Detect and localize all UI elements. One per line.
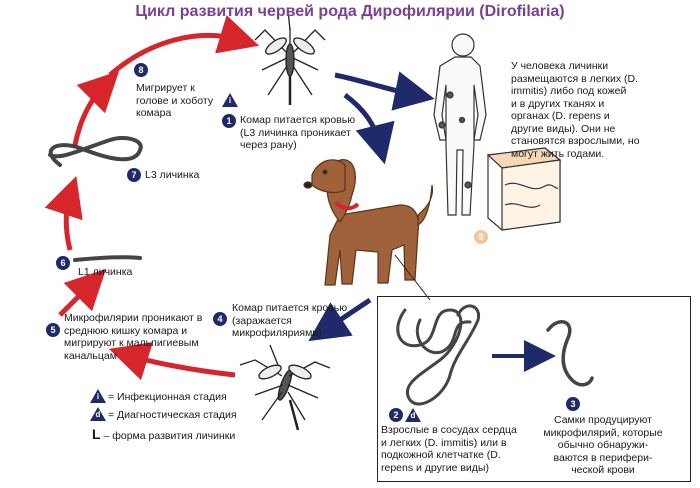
skin-section-illustration — [486, 147, 562, 231]
adult-worms-illustration — [396, 304, 481, 406]
infective-stage-icon: i — [222, 93, 238, 107]
step-4-line-2: (заражается — [232, 314, 292, 327]
legend-infective-icon: i — [90, 389, 106, 403]
step-3-line-1: Самки продуцируют — [554, 414, 652, 426]
step-3-line-2: микрофилярий, которые — [543, 426, 663, 439]
infective-symbol: i — [228, 96, 232, 105]
step-2-text: Взрослые в сосудах сердца и легких (D. i… — [381, 424, 517, 474]
step-8-line-2: голове и хоботу — [136, 94, 214, 107]
step-3-line-5: ческой крови — [571, 464, 635, 476]
arrow-4-to-5 — [108, 342, 236, 381]
arrow-6-to-7 — [44, 176, 83, 251]
arrow-8-to-1 — [108, 15, 260, 77]
human-note-line-7: становятся взрослыми, но — [511, 135, 640, 147]
step-5-badge: 5 — [46, 323, 60, 337]
dog-illustration — [303, 159, 434, 286]
step-7-text: L3 личинка — [145, 169, 200, 181]
step-3-badge: 3 — [566, 397, 580, 411]
step-3-text: Самки продуцируют микрофилярий, которые … — [518, 414, 688, 477]
step-1-line-1: Комар питается кровью — [240, 114, 356, 126]
step-8-line-3: комара — [136, 107, 172, 119]
step-5-line-3: мигрируют к мальпигиевым — [64, 337, 199, 349]
legend-larva-symbol: L — [92, 426, 101, 442]
legend-larva-row: L – форма развития личинки — [92, 426, 236, 443]
step-1-text: Комар питается кровью (L3 личинка проник… — [240, 114, 355, 152]
arrow-7-to-8 — [72, 70, 120, 146]
human-illustration — [433, 33, 487, 216]
step-9-badge: 9 — [474, 230, 488, 244]
step-8-text: Мигрирует к голове и хоботу комара — [136, 82, 213, 120]
step-4-line-1: Комар питается кровью — [232, 302, 348, 314]
step-4-text: Комар питается кровью (заражается микроф… — [232, 302, 347, 340]
step-2-line-3: подкожной клетчатке (D. — [381, 449, 501, 461]
legend-infective-text: = Инфекционная стадия — [108, 391, 227, 403]
mosquito-bottom-illustration — [239, 344, 331, 431]
legend-diagnostic-symbol: d — [95, 410, 101, 419]
arrow-1-to-dog — [343, 93, 395, 165]
step-5-line-1: Микрофилярии проникают в — [64, 312, 203, 324]
step-3-line-3: обычно обнаружи- — [557, 439, 649, 451]
step-2-line-1: Взрослые в сосудах сердца — [381, 424, 517, 436]
human-note: У человека личинки размещаются в легких … — [511, 60, 696, 160]
human-note-line-6: другие виды). Они не — [511, 122, 616, 135]
step-1-line-2: (L3 личинка проникает — [240, 126, 351, 139]
step-6-text: L1 личинка — [78, 266, 133, 278]
legend-infective-symbol: i — [96, 392, 100, 401]
human-note-line-5: органах (D. repens и — [511, 110, 610, 122]
l3-larva-illustration — [48, 136, 143, 167]
step-5-line-4: канальцам — [64, 349, 117, 362]
human-note-line-2: размещаются в легких (D. — [511, 72, 639, 85]
step-5-line-2: среднюю кишку комара и — [64, 324, 188, 337]
diagnostic-stage-icon: d — [405, 408, 421, 422]
step-5-text: Микрофилярии проникают в среднюю кишку к… — [64, 312, 202, 362]
adult-stage-box — [377, 296, 691, 482]
step-8-badge: 8 — [134, 63, 148, 77]
arrow-dog-to-4 — [308, 297, 372, 342]
arrow-1-to-human — [334, 71, 435, 111]
diagnostic-symbol: d — [410, 411, 416, 420]
step-4-line-3: микрофиляриями) — [232, 327, 322, 339]
step-4-badge: 4 — [213, 312, 227, 326]
diagram-title: Цикл развития червей рода Дирофилярии (D… — [135, 3, 565, 20]
step-8-line-1: Мигрирует к — [136, 82, 195, 94]
step-1-badge: 1 — [222, 114, 236, 128]
step-2-line-4: repens и другие виды) — [381, 461, 489, 474]
human-note-line-8: могут жить годами. — [511, 147, 605, 160]
dog-to-box-connector — [394, 254, 431, 301]
microfilaria-illustration — [546, 319, 594, 387]
human-note-line-3: immitis) либо под кожей — [511, 85, 627, 97]
step-2-line-2: и легких (D. immitis) или в — [381, 436, 507, 449]
human-note-line-4: и в других тканях и — [511, 97, 605, 110]
legend-diagnostic-icon: d — [90, 407, 106, 421]
mosquito-top-illustration — [254, 9, 326, 105]
step-7-badge: 7 — [127, 168, 141, 182]
step-3-line-4: ваются в перифери- — [553, 451, 653, 464]
step-1-line-3: через рану) — [240, 139, 297, 151]
arrow-5-to-6 — [58, 268, 107, 317]
human-note-line-1: У человека личинки — [511, 60, 609, 72]
l1-larva-illustration — [73, 255, 142, 262]
step-2-badge: 2 — [389, 408, 403, 422]
legend-larva-text: – форма развития личинки — [100, 430, 236, 442]
step-6-badge: 6 — [56, 256, 70, 270]
legend-diagnostic-text: = Диагностическая стадия — [108, 409, 237, 421]
